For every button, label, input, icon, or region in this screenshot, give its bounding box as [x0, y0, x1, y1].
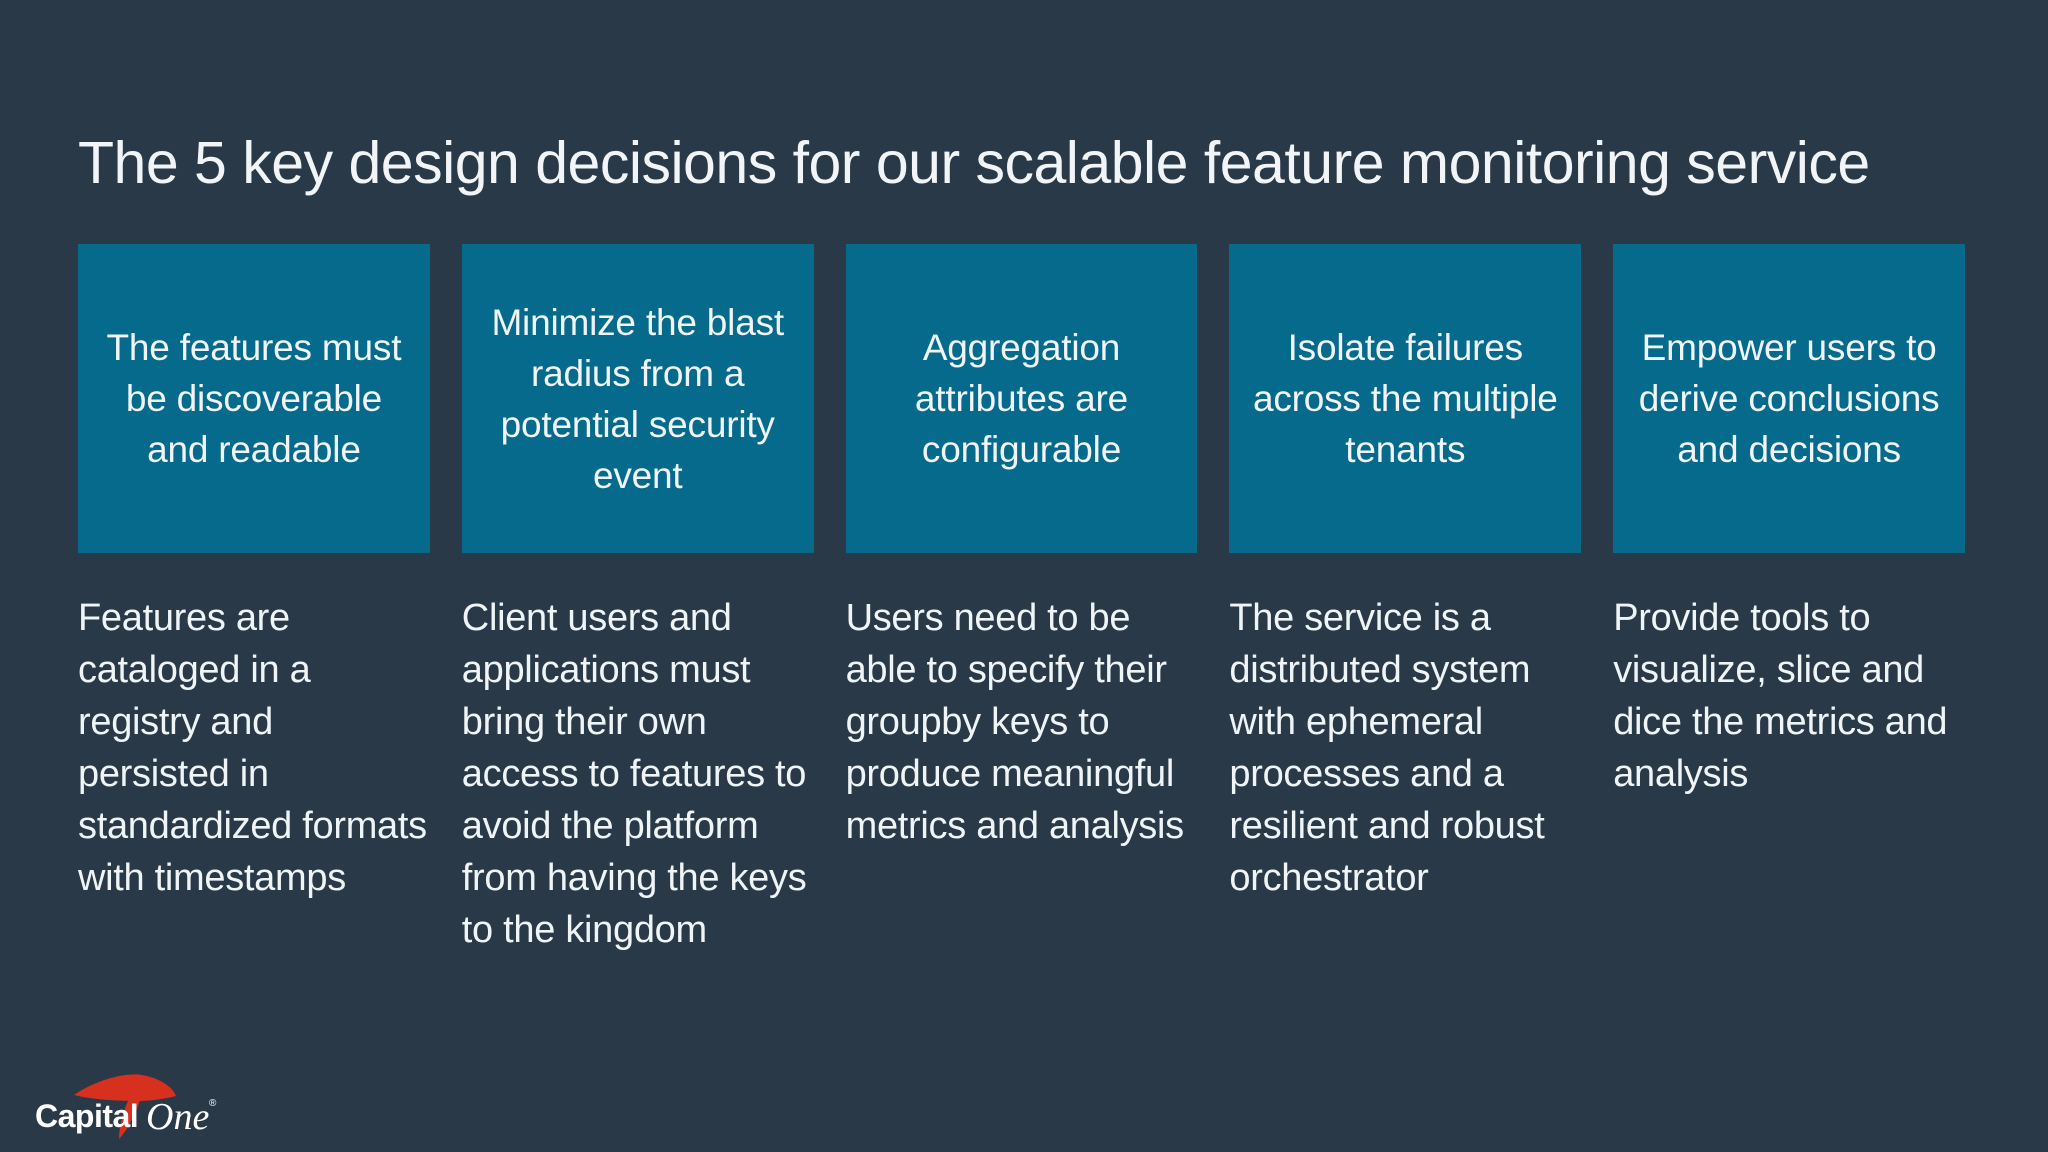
decision-card-3: Aggregation attributes are configurable: [845, 244, 1198, 553]
card-heading: Aggregation attributes are configurable: [914, 327, 1129, 470]
decision-card-4: Isolate failures across the multiple ten…: [1229, 244, 1582, 553]
card-description-1: Features are cataloged in a registry and…: [78, 597, 427, 899]
capital-one-logo: Capital One ®: [24, 1062, 224, 1152]
card-description-2: Client users and applications must bring…: [461, 597, 807, 951]
logo-swoosh-tail-icon: [119, 1100, 140, 1139]
card-description-3: Users need to be able to specify their g…: [845, 597, 1185, 847]
logo-registered-mark: ®: [209, 1098, 217, 1109]
decision-card-1: The features must be discoverable and re…: [78, 244, 430, 553]
decision-card-2: Minimize the blast radius from a potenti…: [461, 244, 814, 553]
descriptions-row: Features are cataloged in a registry and…: [78, 592, 1965, 956]
card-description-4: The service is a distributed system with…: [1229, 597, 1545, 899]
page-title: The 5 key design decisions for our scala…: [78, 130, 1870, 196]
card-heading: Isolate failures across the multiple ten…: [1252, 327, 1558, 470]
logo-capital-text: Capital: [35, 1098, 138, 1134]
decision-cards-row: The features must be discoverable and re…: [78, 244, 1965, 553]
decision-card-5: Empower users to derive conclusions and …: [1613, 244, 1965, 553]
logo-one-text: One: [146, 1096, 209, 1138]
logo-swoosh-icon: [74, 1074, 176, 1101]
card-heading: The features must be discoverable and re…: [106, 327, 402, 470]
card-heading: Minimize the blast radius from a potenti…: [491, 301, 784, 496]
card-description-5: Provide tools to visualize, slice and di…: [1613, 597, 1948, 795]
card-heading: Empower users to derive conclusions and …: [1638, 327, 1940, 470]
